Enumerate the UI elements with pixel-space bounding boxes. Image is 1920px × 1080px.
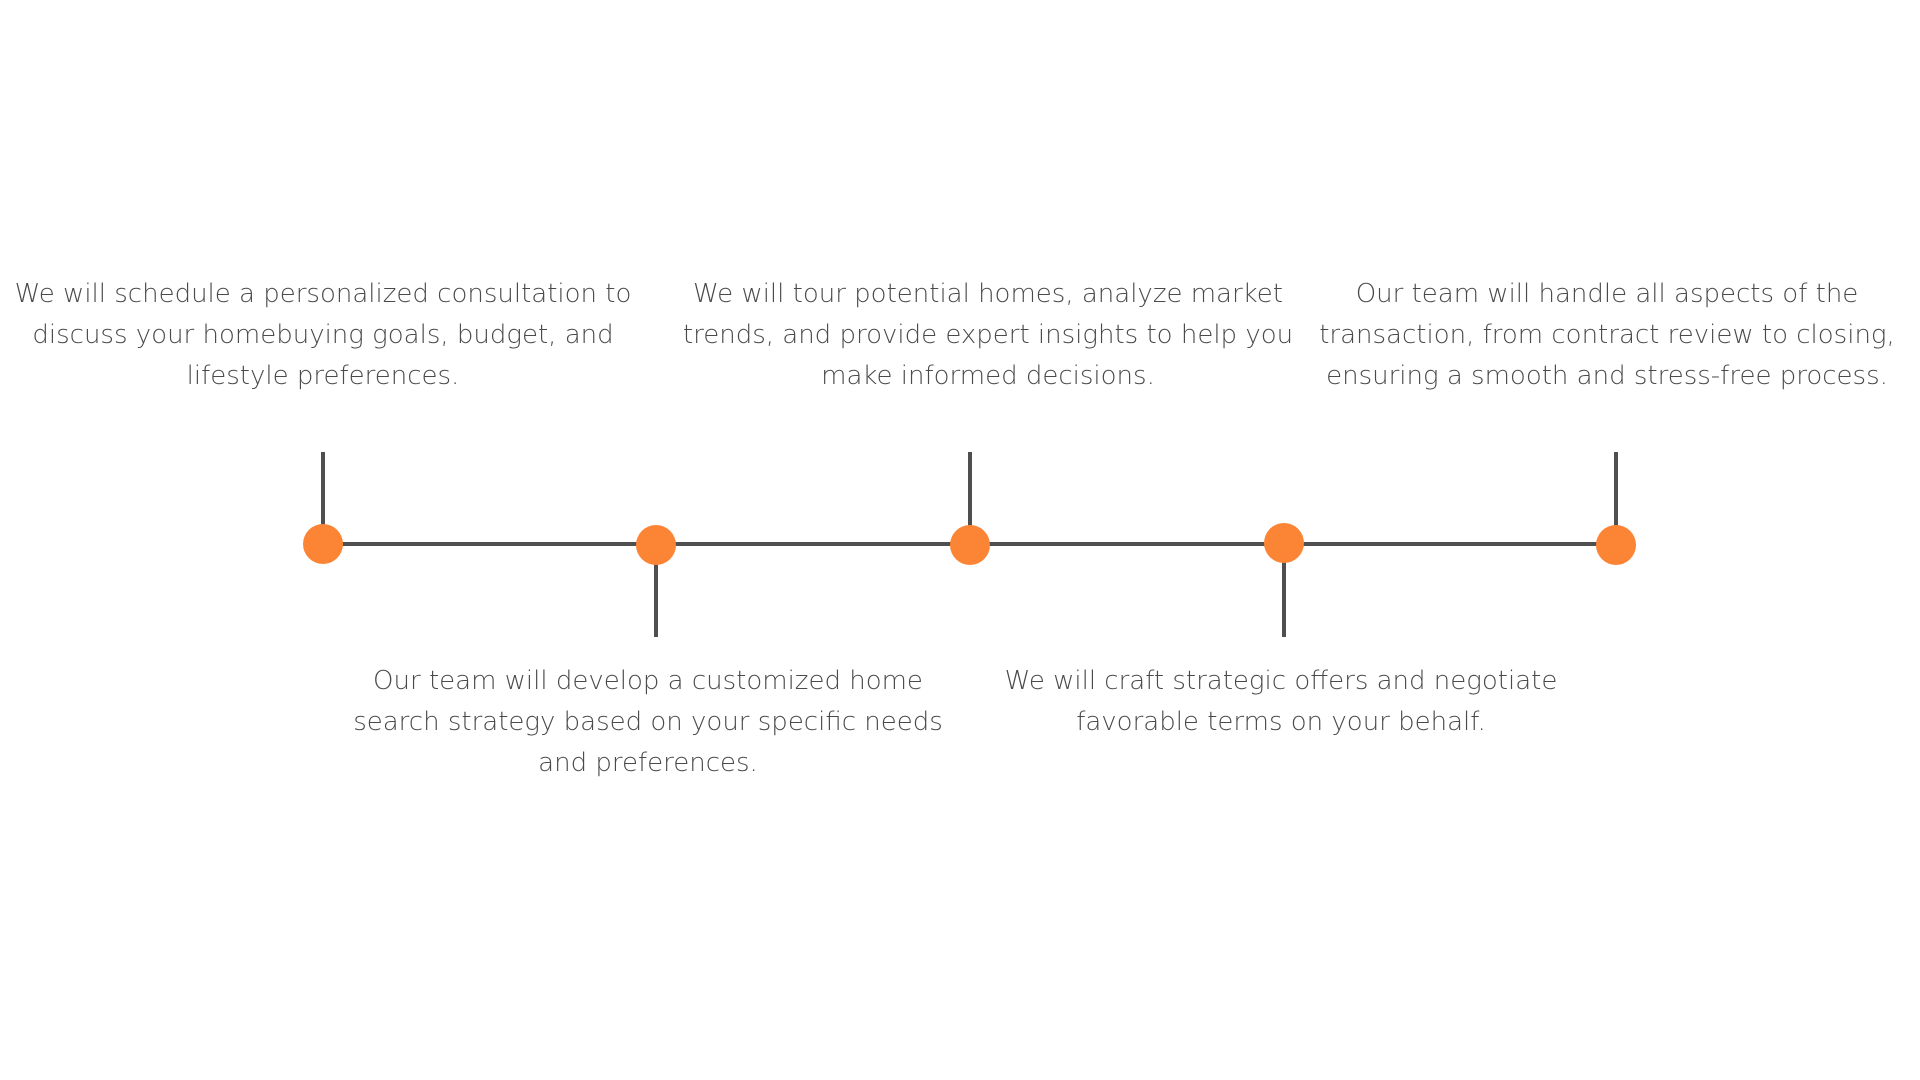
step-1-description: We will schedule a personalized consulta… [14, 279, 632, 391]
timeline-node-step-5 [1596, 525, 1636, 565]
step-5-description: Our team will handle all aspects of the … [1319, 279, 1895, 391]
timeline-node-step-2 [636, 525, 676, 565]
step-2-description: Our team will develop a customized home … [353, 666, 943, 778]
step-3-description: We will tour potential homes, analyze ma… [682, 279, 1294, 391]
timeline-node-step-1 [303, 524, 343, 564]
step-4-description: We will craft strategic offers and negot… [1004, 666, 1558, 737]
timeline-node-step-3 [950, 525, 990, 565]
timeline-node-step-4 [1264, 523, 1304, 563]
